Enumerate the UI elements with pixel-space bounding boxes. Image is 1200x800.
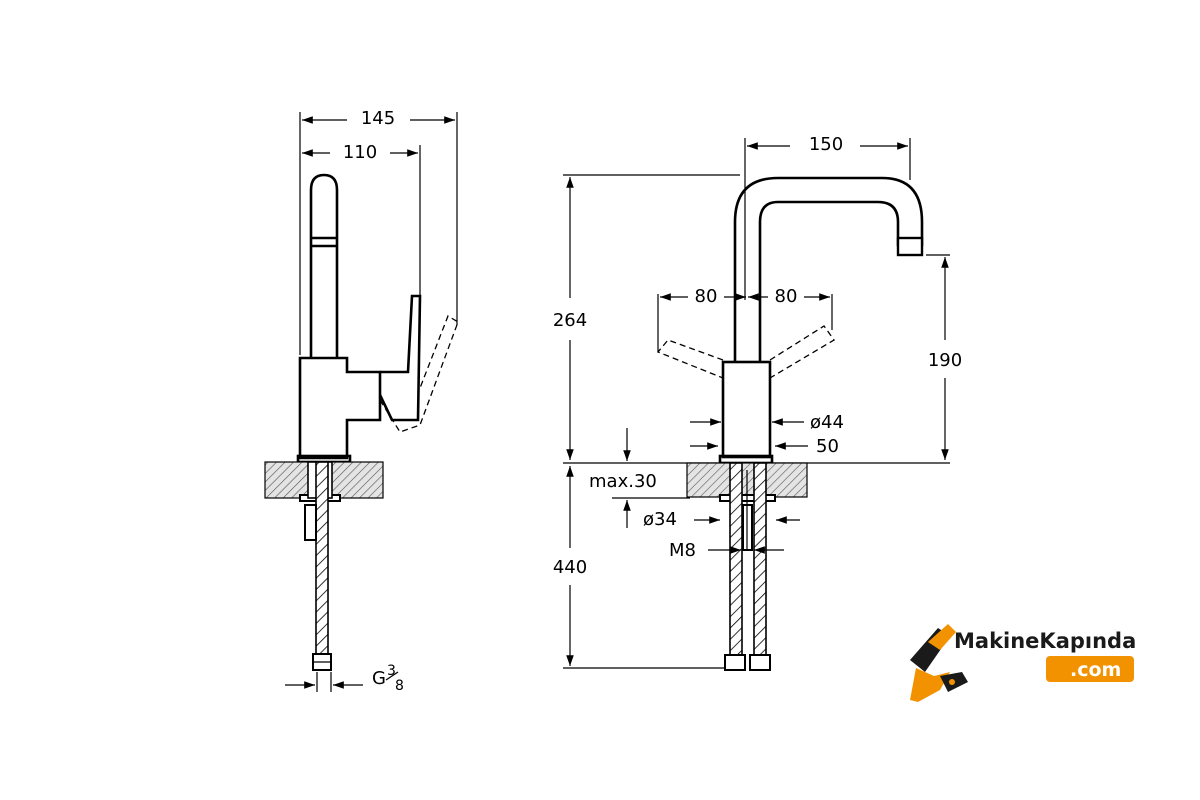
- side-body: [298, 356, 382, 460]
- drill-icon: [910, 624, 968, 702]
- thread-prefix: G: [372, 668, 386, 689]
- dim-264-label: 264: [553, 310, 587, 331]
- dimension-150: 150: [744, 134, 911, 300]
- dimension-264: 264: [553, 174, 740, 460]
- front-hose-left: [729, 462, 743, 656]
- dim-110-label: 110: [343, 142, 377, 163]
- dim-440-label: 440: [553, 557, 587, 578]
- front-lever-right-dashed: [769, 325, 835, 379]
- dimension-d44-50: ø44 50: [690, 412, 844, 457]
- dim-80-right-label: 80: [775, 286, 798, 307]
- dim-max30-label: max.30: [589, 471, 657, 492]
- front-hose-right: [753, 462, 767, 656]
- dimension-110: 110: [302, 142, 421, 300]
- logo-domain: .com: [1070, 659, 1121, 681]
- dimension-440: 440: [553, 466, 724, 669]
- brand-logo: MakineKapında .com: [910, 624, 1136, 702]
- logo-name: MakineKapında: [954, 629, 1136, 653]
- dimension-thread: G 3 8: [285, 663, 404, 694]
- front-body: [721, 360, 772, 459]
- dim-190-label: 190: [928, 350, 962, 371]
- side-lever-dashed: [379, 315, 459, 433]
- front-spout: [733, 176, 924, 362]
- dim-d44-label: ø44: [810, 412, 844, 433]
- dim-150-label: 150: [809, 134, 843, 155]
- front-view: 150 80 80 264: [553, 134, 962, 671]
- dimension-80-80: 80 80: [657, 286, 833, 352]
- side-view: 145 110: [264, 108, 459, 694]
- thread-numerator: 3: [387, 663, 396, 679]
- dimension-d34: ø34: [643, 509, 800, 530]
- dimension-m8: M8: [669, 540, 784, 561]
- front-lever-left-dashed: [656, 339, 724, 379]
- dimension-190: 190: [926, 254, 962, 460]
- dim-d34-label: ø34: [643, 509, 677, 530]
- side-lever: [378, 294, 422, 422]
- dimension-145: 145: [299, 108, 458, 355]
- side-hose: [315, 461, 329, 655]
- side-spout: [309, 173, 339, 358]
- dim-m8-label: M8: [669, 540, 696, 561]
- dim-80-left-label: 80: [695, 286, 718, 307]
- dimension-max30: max.30: [589, 428, 690, 528]
- thread-denominator: 8: [395, 678, 404, 694]
- dim-145-label: 145: [361, 108, 395, 129]
- dim-50-label: 50: [816, 436, 839, 457]
